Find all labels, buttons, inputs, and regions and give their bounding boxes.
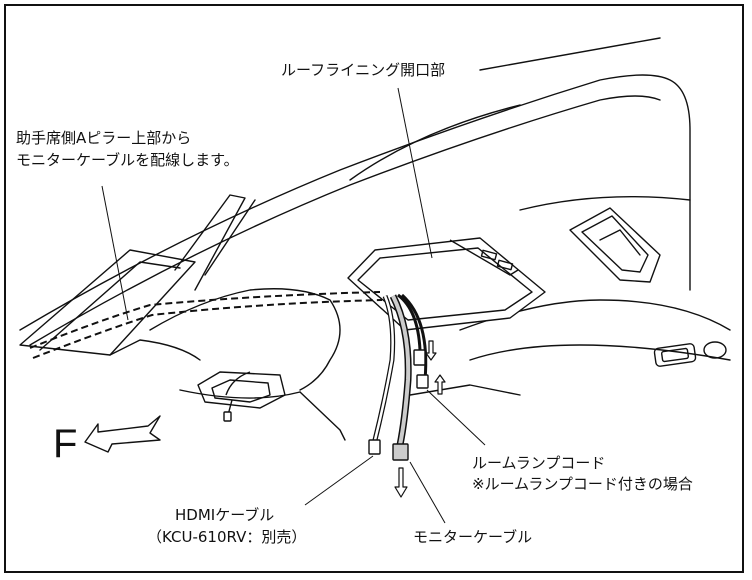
roof-edge-inner <box>29 95 661 346</box>
grab-handle-inner <box>581 215 649 273</box>
leader-room-lamp <box>426 389 486 446</box>
hdmi-connector <box>368 439 381 455</box>
headliner-right-2 <box>469 344 731 361</box>
a-pillar-inner <box>39 261 181 351</box>
cables <box>225 293 428 446</box>
grab-handle-slot <box>599 229 641 256</box>
label-room-lamp-note: ※ルームランプコード付きの場合 <box>472 475 693 493</box>
arrow-down-lamp <box>425 340 437 361</box>
label-apillar-line1: 助手席側Aピラー上部から <box>16 129 192 147</box>
a-pillar-outer <box>19 249 196 356</box>
direction-arrows <box>394 340 446 498</box>
room-lamp-connector-lower <box>416 374 429 389</box>
front-arrow <box>84 415 161 453</box>
switch-round <box>703 341 727 359</box>
room-lamp-connector-upper <box>413 349 426 366</box>
label-apillar-line2: モニターケーブルを配線します。 <box>16 151 239 169</box>
arrow-down-monitor <box>394 467 408 498</box>
roof-edge-outer <box>19 74 691 331</box>
leader-apillar <box>101 185 129 321</box>
label-room-lamp-cord: ルームランプコード <box>472 454 606 472</box>
roof-top-curve <box>349 104 521 181</box>
label-roof-lining-opening: ルーフライニング開口部 <box>281 61 446 79</box>
arrow-up-lamp <box>434 374 446 395</box>
leader-hdmi <box>304 455 374 506</box>
switch-rect <box>653 343 697 367</box>
grab-handle-outer <box>569 207 661 283</box>
leader-monitor <box>409 461 446 524</box>
front-marker-label: F <box>53 422 78 466</box>
leader-roof-opening <box>397 87 433 259</box>
roof-lining-opening <box>347 237 546 331</box>
console-body <box>197 371 286 409</box>
label-hdmi-note: （KCU-610RV：別売） <box>147 528 307 546</box>
headliner-lower <box>109 339 201 361</box>
cable-route-dashed <box>29 291 383 359</box>
console-inner <box>211 379 271 403</box>
pillar-band-2 <box>204 199 256 276</box>
connectors <box>223 349 429 461</box>
headliner-left <box>149 288 341 391</box>
headliner-right-3 <box>519 195 691 211</box>
monitor-connector <box>392 443 409 461</box>
pillar-band-1 <box>174 194 246 291</box>
leader-lines <box>101 87 486 524</box>
headliner-front-edge <box>179 389 301 399</box>
roof-back-line <box>479 37 661 71</box>
label-hdmi-cable: HDMIケーブル <box>175 506 275 524</box>
label-monitor-cable: モニターケーブル <box>413 528 533 546</box>
